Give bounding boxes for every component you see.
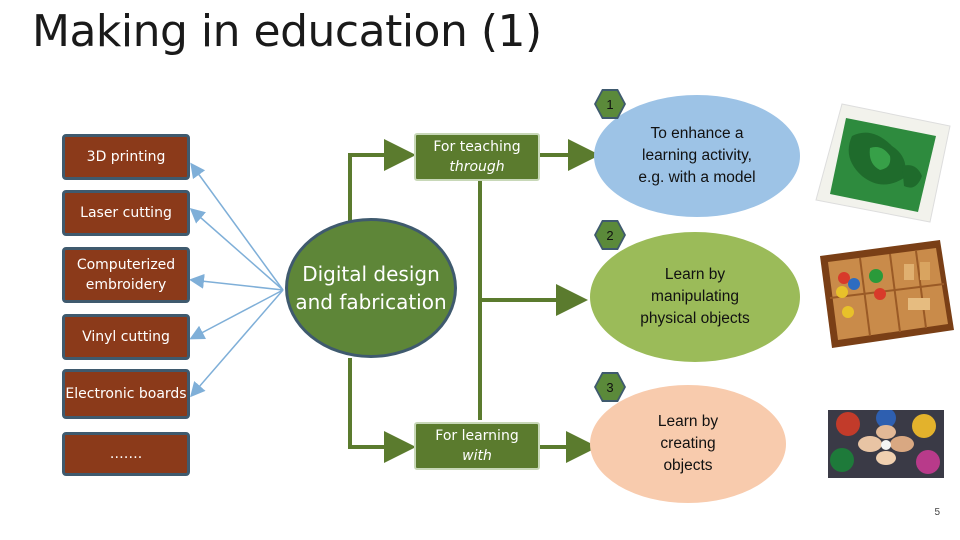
box-label: 3D printing: [86, 148, 166, 165]
branch-learning-line1: For learning: [435, 427, 519, 444]
blue-arrows: [189, 162, 284, 398]
outcome-manipulating: Learn by manipulating physical objects: [590, 232, 800, 362]
branch-teaching-line1: For teaching: [433, 138, 521, 155]
box-electronic-boards: Electronic boards: [62, 369, 190, 419]
outcome-manipulating-text: Learn by manipulating physical objects: [640, 266, 750, 327]
wooden-blocks-box-photo: [820, 240, 954, 348]
box-label: Vinyl cutting: [82, 328, 170, 345]
marker-2-label: 2: [606, 227, 614, 243]
green-connectors: [348, 139, 600, 463]
box-laser-cutting: Laser cutting: [62, 190, 190, 236]
digital-fabrication-circle: Digital design and fabrication: [285, 218, 457, 358]
box-3d-printing: 3D printing: [62, 134, 190, 180]
branch-teaching-line2: through: [449, 159, 505, 175]
branch-learning: For learning with: [414, 422, 540, 470]
branch-learning-line2: with: [462, 448, 492, 464]
3d-terrain-model-photo: [815, 103, 951, 223]
outcome-enhance-text: To enhance a learning activity, e.g. wit…: [638, 125, 756, 186]
outcome-enhance: To enhance a learning activity, e.g. wit…: [594, 95, 800, 217]
box-label: Laser cutting: [80, 204, 172, 221]
marker-3-label: 3: [606, 379, 614, 395]
center-label: Digital design and fabrication: [295, 262, 447, 314]
box-vinyl-cutting: Vinyl cutting: [62, 314, 190, 360]
outcome-creating: Learn by creating objects: [590, 385, 786, 503]
hands-with-objects-photo: [828, 410, 944, 478]
box-label: Computerized embroidery: [76, 256, 176, 293]
box-computerized-embroidery: Computerized embroidery: [62, 247, 190, 303]
box-label: Electronic boards: [65, 385, 187, 402]
marker-1-label: 1: [606, 96, 614, 112]
page-title: Making in education (1): [32, 6, 542, 57]
page-number: 5: [934, 507, 940, 518]
box-label: …….: [109, 445, 143, 462]
branch-teaching: For teaching through: [414, 133, 540, 181]
outcome-creating-text: Learn by creating objects: [657, 413, 719, 474]
box-more: …….: [62, 432, 190, 476]
